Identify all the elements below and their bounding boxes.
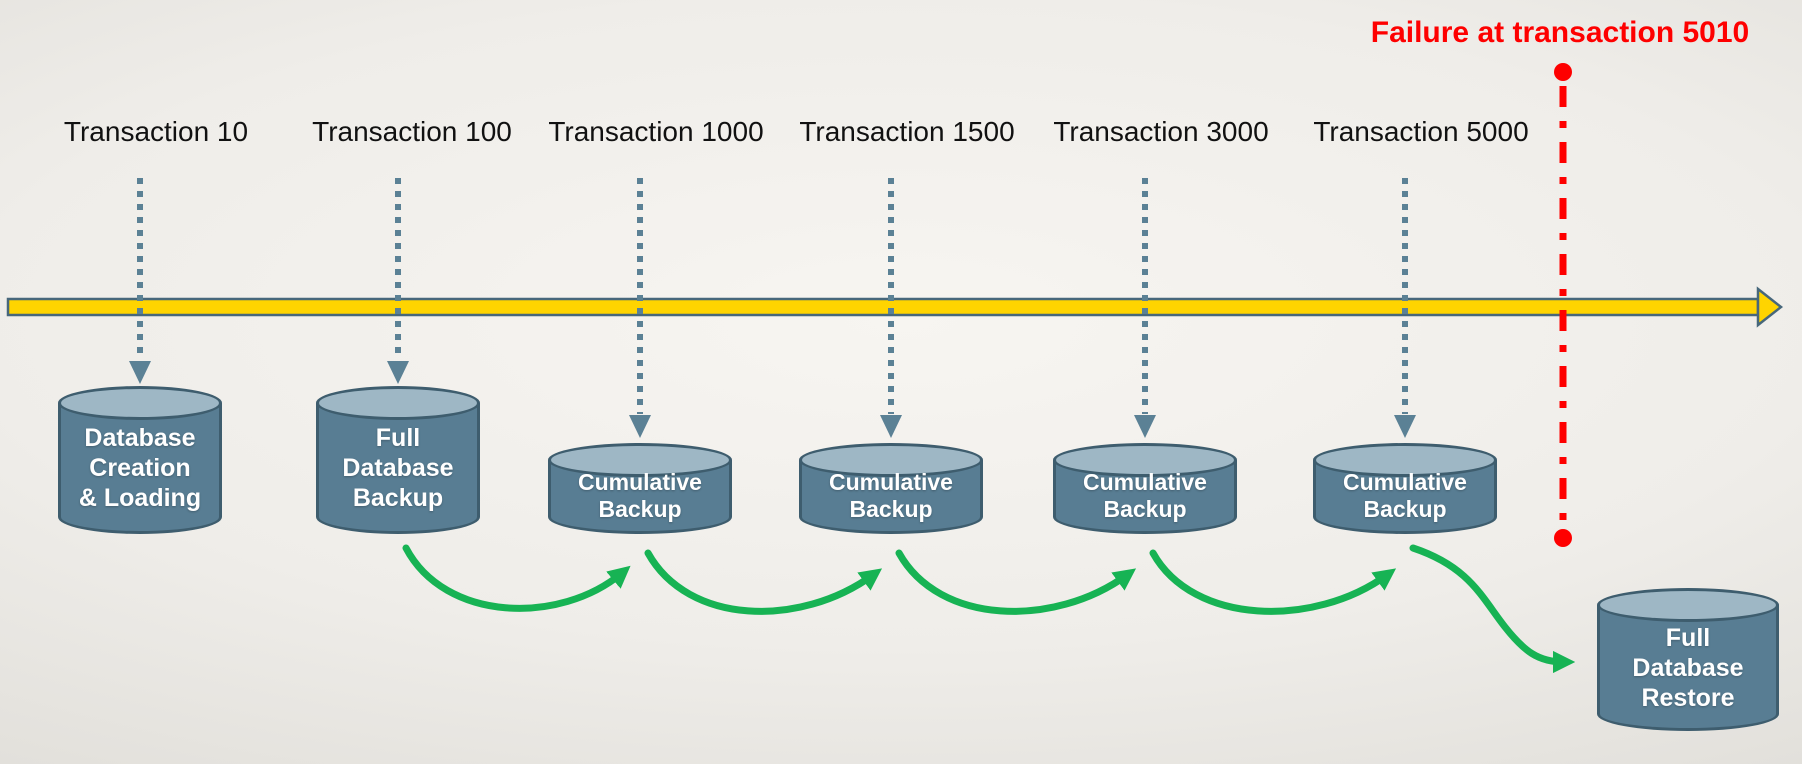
cylinder-body [316, 403, 480, 517]
failure-caption: Failure at transaction 5010 [1370, 16, 1750, 49]
cylinder-label: Cumulative Backup [799, 469, 983, 522]
cumulative-backup-cylinder-3: Cumulative Backup [1053, 443, 1237, 534]
cylinder-label: Full Database Backup [316, 416, 480, 520]
cylinder-body [1597, 605, 1779, 714]
green-arrow [895, 549, 1137, 615]
cylinder-label-line: Restore [1641, 683, 1735, 712]
transaction-label-1500: Transaction 1500 [799, 116, 1015, 147]
cylinder-label-line: & Loading [78, 484, 202, 512]
cumulative-backup-cylinder-1: Cumulative Backup [548, 443, 732, 534]
failure-line-bottom-dot [1554, 529, 1572, 547]
cylinder-top-ellipse [1053, 443, 1237, 477]
cumulative-backup-cylinder-4: Cumulative Backup [1313, 443, 1497, 534]
cylinder-label-line: Cumulative [1343, 468, 1467, 495]
transaction-label-10: Transaction 10 [63, 116, 249, 147]
cylinder-top-ellipse [548, 443, 732, 477]
cylinder-top-ellipse [1313, 443, 1497, 477]
cylinder-label-line: Backup [1103, 495, 1187, 522]
transaction-dotted-arrows [129, 178, 1416, 438]
cylinder-label: Cumulative Backup [548, 469, 732, 522]
transaction-label-100: Transaction 100 [312, 116, 512, 147]
cylinder-label-line: Cumulative [829, 468, 953, 495]
cylinder-label: Cumulative Backup [1053, 469, 1237, 522]
cylinder-label-line: Database [342, 454, 454, 482]
backup-chain-arrows [402, 544, 1576, 674]
green-arrow [402, 544, 631, 612]
transaction-label-5000: Transaction 5000 [1313, 116, 1529, 147]
cylinder-label-line: Backup [849, 495, 933, 522]
green-arrow [1149, 549, 1397, 615]
timeline-arrowhead [1756, 286, 1784, 328]
cylinder-label-line: Full [375, 424, 421, 452]
cylinder-label-line: Creation [89, 454, 191, 482]
cylinder-label-line: Backup [352, 484, 444, 512]
cylinder-body [58, 403, 222, 517]
cylinder-label: Full Database Restore [1597, 618, 1779, 717]
green-arrow [644, 549, 883, 615]
cylinder-label-line: Backup [598, 495, 682, 522]
transaction-label-3000: Transaction 3000 [1053, 116, 1269, 147]
cylinder-label-line: Full [1665, 623, 1711, 652]
cylinder-label-line: Database [1632, 653, 1744, 682]
green-arrow-restore [1409, 544, 1576, 674]
cylinder-label: Database Creation & Loading [58, 416, 222, 520]
full-database-restore-cylinder: Full Database Restore [1597, 588, 1779, 731]
cylinder-top-ellipse [316, 386, 480, 420]
timeline-arrow [6, 286, 1784, 328]
transaction-label-1000: Transaction 1000 [548, 116, 764, 147]
cylinder-label: Cumulative Backup [1313, 469, 1497, 522]
cylinder-label-line: Cumulative [578, 468, 702, 495]
cumulative-backup-cylinder-2: Cumulative Backup [799, 443, 983, 534]
cylinder-top-ellipse [799, 443, 983, 477]
failure-line-top-dot [1554, 63, 1572, 81]
cylinder-label-line: Backup [1363, 495, 1447, 522]
failure-line [1554, 63, 1572, 547]
full-database-backup-cylinder: Full Database Backup [316, 386, 480, 534]
cylinder-label-line: Database [84, 424, 196, 452]
database-creation-cylinder: Database Creation & Loading [58, 386, 222, 534]
cylinder-label-line: Cumulative [1083, 468, 1207, 495]
cylinder-top-ellipse [1597, 588, 1779, 622]
cylinder-top-ellipse [58, 386, 222, 420]
